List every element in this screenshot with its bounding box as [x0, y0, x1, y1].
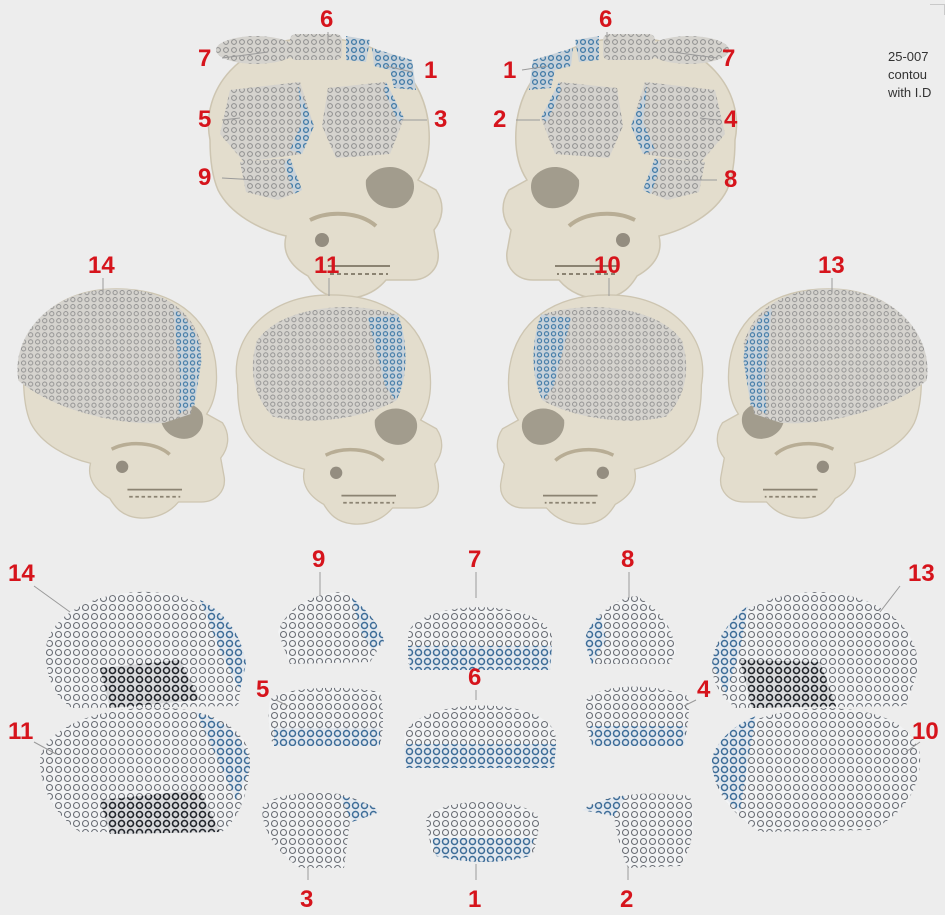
label-8-bottom: 8 — [621, 548, 634, 572]
label-1-bottom: 1 — [468, 888, 481, 912]
label-6-bottom: 6 — [468, 666, 481, 690]
piece-3 — [262, 793, 380, 868]
label-2-right: 2 — [493, 108, 506, 132]
label-4-right: 4 — [724, 108, 737, 132]
mesh-piece-6r-edge — [575, 36, 599, 62]
middle-skull-13 — [717, 289, 927, 518]
label-9-left: 9 — [198, 166, 211, 190]
label-9-bottom: 9 — [312, 548, 325, 572]
mesh-piece-6-r — [603, 34, 655, 60]
label-10-mid: 10 — [594, 254, 621, 278]
mesh-piece-7 — [216, 36, 296, 64]
label-6-right: 6 — [599, 8, 612, 32]
label-11-mid: 11 — [314, 254, 339, 278]
piece-9 — [278, 592, 384, 664]
mesh-piece-6-edge — [346, 36, 370, 62]
middle-leader-lines — [103, 278, 832, 296]
piece-14 — [46, 592, 246, 708]
middle-skull-11 — [236, 295, 441, 524]
mesh-piece-6 — [290, 34, 342, 60]
label-3-left: 3 — [434, 108, 447, 132]
label-10-bottom: 10 — [912, 720, 939, 744]
middle-skull-14 — [17, 289, 227, 518]
piece-2 — [582, 794, 693, 868]
label-4-bottom: 4 — [697, 678, 710, 702]
label-8-right: 8 — [724, 168, 737, 192]
piece-13 — [712, 592, 918, 708]
piece-4 — [585, 687, 689, 746]
label-1-right: 1 — [503, 59, 516, 83]
label-14-mid: 14 — [88, 254, 115, 278]
label-14-bottom: 14 — [8, 562, 35, 586]
piece-10 — [712, 708, 920, 832]
piece-5 — [269, 688, 383, 746]
label-7-right: 7 — [722, 47, 735, 71]
piece-8 — [584, 596, 676, 664]
label-2-bottom: 2 — [620, 888, 633, 912]
piece-1 — [426, 802, 540, 862]
label-5-left: 5 — [198, 108, 211, 132]
label-6-left: 6 — [320, 8, 333, 32]
middle-skull-10 — [497, 295, 702, 524]
label-13-mid: 13 — [818, 254, 845, 278]
piece-6 — [404, 705, 556, 768]
label-3-bottom: 3 — [300, 888, 313, 912]
mesh-piece-7-r — [649, 36, 729, 64]
label-5-bottom: 5 — [256, 678, 269, 702]
piece-7 — [408, 607, 552, 670]
label-11-bottom: 11 — [8, 720, 33, 744]
piece-11 — [40, 707, 250, 834]
label-7-bottom: 7 — [468, 548, 481, 572]
label-13-bottom: 13 — [908, 562, 935, 586]
label-7-left: 7 — [198, 47, 211, 71]
label-1-left: 1 — [424, 59, 437, 83]
